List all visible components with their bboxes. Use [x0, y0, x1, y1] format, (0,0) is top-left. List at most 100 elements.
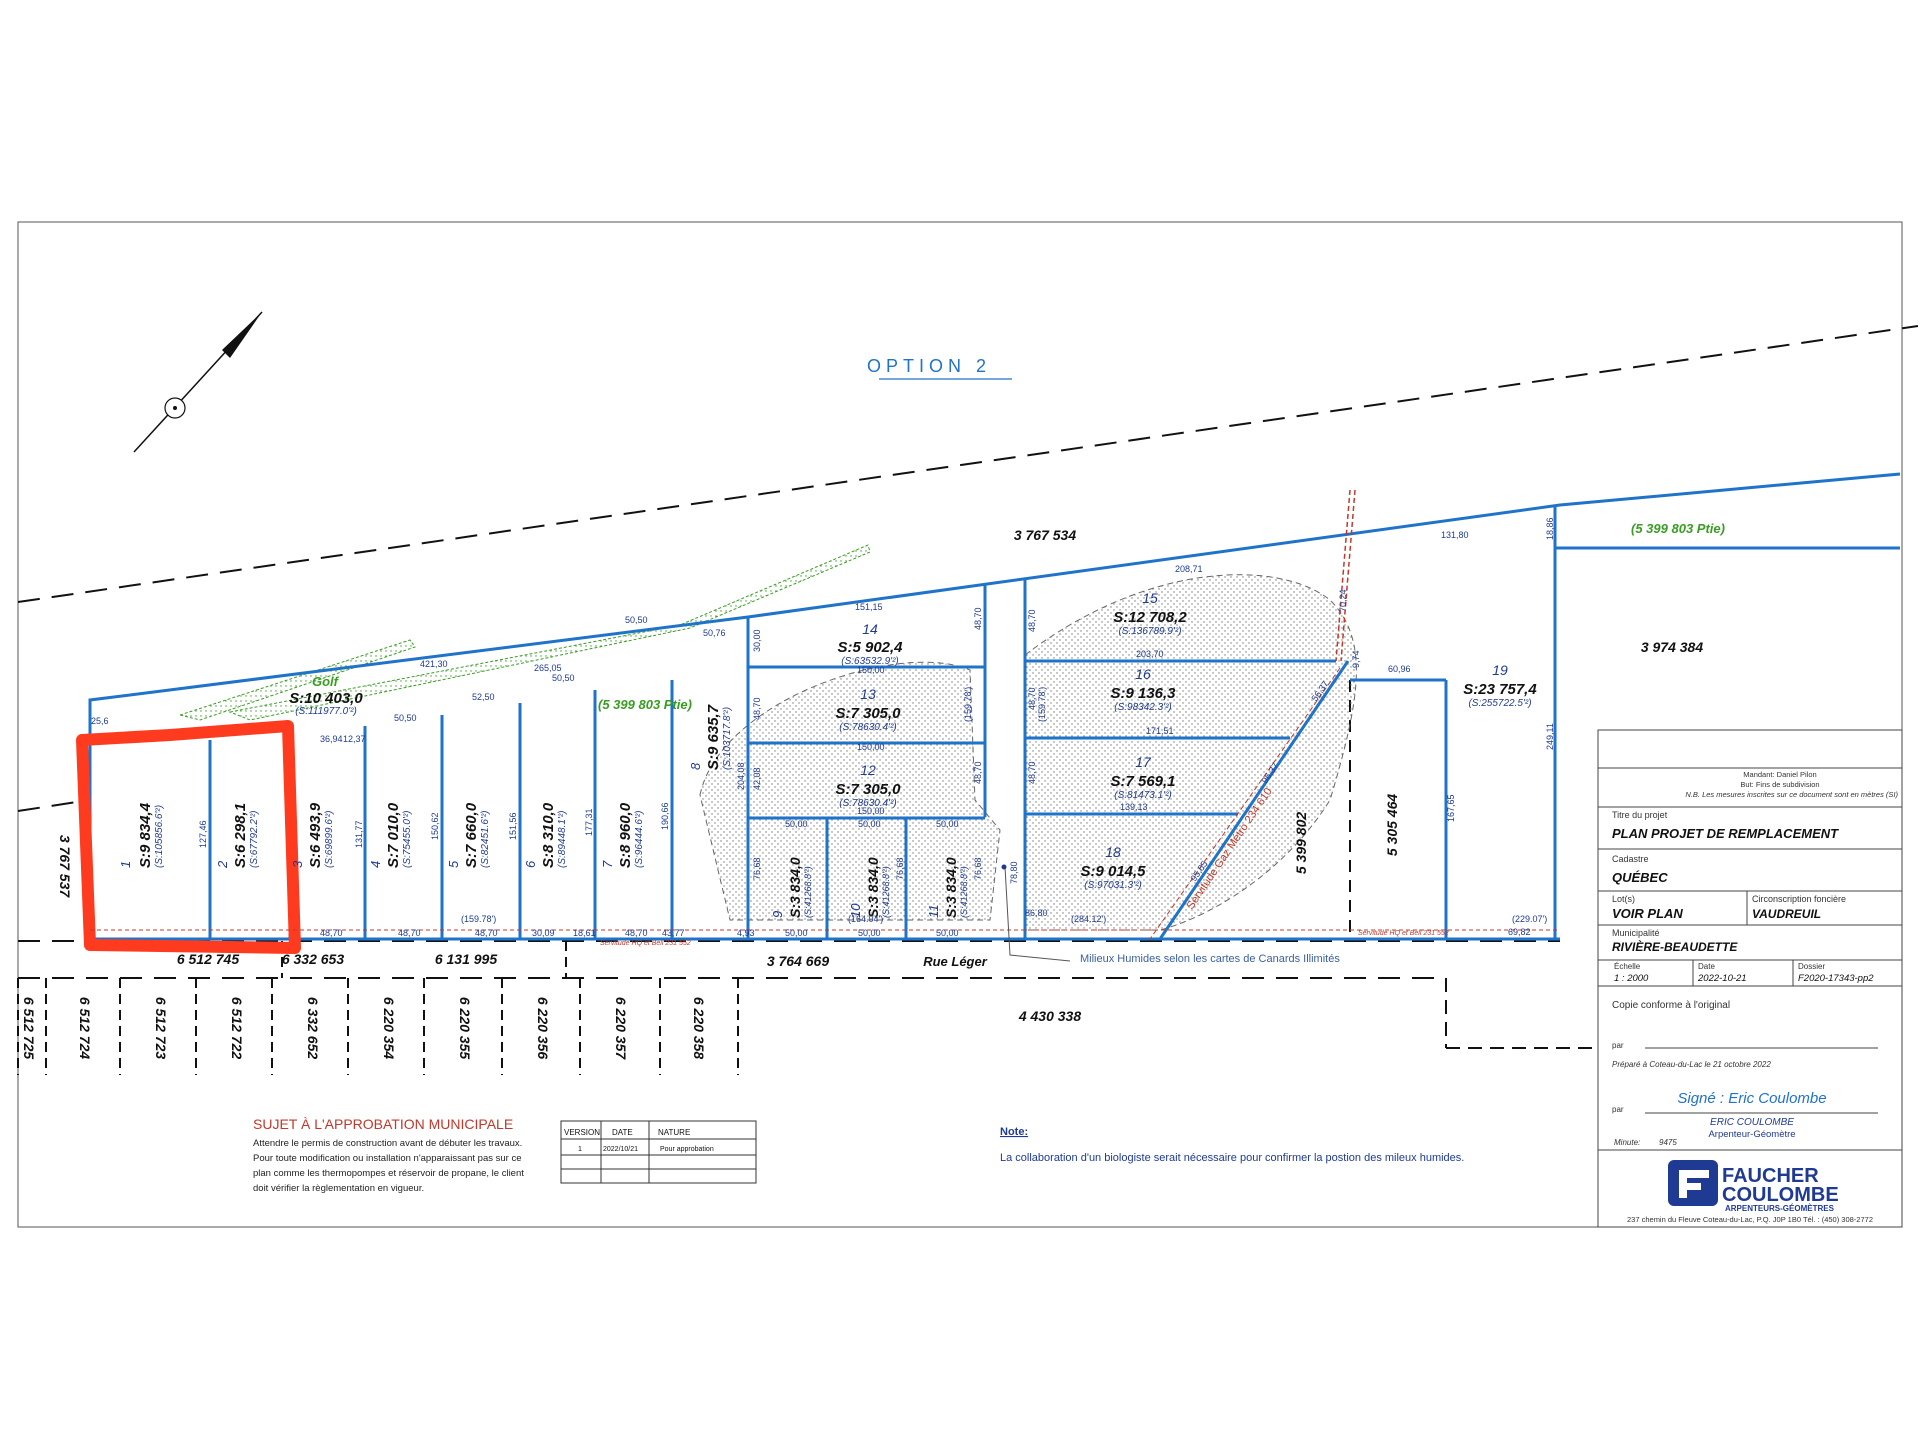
svg-text:7: 7	[600, 860, 615, 868]
svg-text:(S:67792.2'²): (S:67792.2'²)	[249, 811, 260, 869]
lot-11-label: 11 S:3 834,0 (S:41268.8'²)	[926, 857, 969, 918]
svg-text:10: 10	[848, 903, 863, 918]
approval-block: SUJET À L'APPROBATION MUNICIPALE Attendr…	[253, 1116, 524, 1194]
svg-text:15: 15	[1142, 590, 1158, 606]
highlighted-lots-outline	[76, 720, 301, 954]
title-block: Mandant: Daniel Pilon But: Fins de subdi…	[1597, 729, 1903, 1228]
svg-text:(S:75455.0'²): (S:75455.0'²)	[402, 811, 413, 869]
svg-text:Échelle: Échelle	[1614, 962, 1641, 971]
approval-title: SUJET À L'APPROBATION MUNICIPALE	[253, 1116, 513, 1132]
svg-text:177,31: 177,31	[584, 808, 594, 836]
svg-text:50,00: 50,00	[785, 928, 808, 938]
lot-10-label: 10 S:3 834,0 (S:41268.8'²)	[848, 857, 891, 918]
svg-text:17: 17	[1135, 754, 1152, 770]
lot-15-label: 15 S:12 708,2 (S:136789.9'²)	[1113, 590, 1187, 637]
ptie-top: (5 399 803 Ptie)	[1631, 521, 1725, 536]
svg-text:S:7 305,0: S:7 305,0	[835, 781, 901, 798]
svg-text:(S:103717.8'²): (S:103717.8'²)	[722, 707, 733, 770]
svg-text:S:3 834,0: S:3 834,0	[787, 857, 803, 918]
svg-text:190,66: 190,66	[660, 802, 670, 830]
along-road-1: 6 332 653	[282, 951, 344, 967]
svg-text:131,80: 131,80	[1441, 530, 1469, 540]
svg-text:VAUDREUIL: VAUDREUIL	[1752, 907, 1821, 921]
lot-1-label: 1 S:9 834,4 (S:105856.6'²)	[118, 802, 165, 868]
svg-text:50,00: 50,00	[936, 819, 959, 829]
svg-text:Copie conforme à l'original: Copie conforme à l'original	[1612, 1000, 1730, 1011]
svg-text:Pour approbation: Pour approbation	[660, 1146, 714, 1153]
svg-text:48,70: 48,70	[475, 928, 498, 938]
svg-text:S:8 310,0: S:8 310,0	[540, 802, 557, 868]
svg-text:76,68: 76,68	[973, 857, 983, 880]
svg-text:52,50: 52,50	[472, 692, 495, 702]
svg-text:ARPENTEURS-GÉOMÈTRES: ARPENTEURS-GÉOMÈTRES	[1725, 1204, 1835, 1213]
svg-text:(S:81473.1'²): (S:81473.1'²)	[1114, 790, 1172, 801]
svg-text:Cadastre: Cadastre	[1612, 854, 1649, 864]
svg-text:50,50: 50,50	[625, 615, 648, 625]
svg-text:9475: 9475	[1659, 1138, 1677, 1147]
svg-text:171,51: 171,51	[1146, 726, 1174, 736]
svg-text:4,93: 4,93	[737, 928, 755, 938]
svg-text:48,70: 48,70	[1027, 609, 1037, 632]
lot-7-label: 7 S:8 960,0 (S:96444.6'²)	[600, 802, 645, 868]
svg-text:(S:63532.9'²): (S:63532.9'²)	[841, 656, 899, 667]
svg-text:151,56: 151,56	[508, 812, 518, 840]
svg-text:(229.07'): (229.07')	[1512, 914, 1547, 924]
svg-text:5: 5	[446, 860, 461, 868]
svg-text:Date: Date	[1698, 962, 1715, 971]
svg-text:(284.12'): (284.12')	[1071, 914, 1106, 924]
svg-text:150,00: 150,00	[857, 742, 885, 752]
svg-text:208,71: 208,71	[1175, 564, 1203, 574]
svg-text:25,6: 25,6	[91, 716, 109, 726]
svg-text:18,86: 18,86	[1545, 517, 1555, 540]
lot-4-label: 4 S:7 010,0 (S:75455.0'²)	[368, 802, 413, 868]
svg-text:2022/10/21: 2022/10/21	[603, 1146, 638, 1153]
svg-text:(S:105856.6'²): (S:105856.6'²)	[154, 805, 165, 868]
svg-text:4: 4	[368, 861, 383, 868]
bottom-lot-labels: 6 512 725 6 512 724 6 512 723 6 512 722 …	[21, 997, 707, 1060]
servitude-hq-label-right: Servitude HQ et Bell 231 552	[1358, 930, 1449, 937]
svg-text:Arpenteur-Géomètre: Arpenteur-Géomètre	[1708, 1129, 1795, 1140]
svg-text:150,00: 150,00	[857, 806, 885, 816]
svg-text:1: 1	[578, 1146, 582, 1153]
svg-text:78,80: 78,80	[1009, 861, 1019, 884]
svg-text:FAUCHER: FAUCHER	[1722, 1165, 1819, 1187]
svg-text:50,50: 50,50	[552, 673, 575, 683]
svg-text:2: 2	[215, 860, 230, 869]
lot-19-label: 19 S:23 757,4 (S:255722.5'²)	[1463, 662, 1537, 709]
svg-text:9,74: 9,74	[1351, 650, 1361, 668]
svg-text:Dossier: Dossier	[1798, 962, 1825, 971]
signature: Signé : Eric Coulombe	[1677, 1090, 1826, 1107]
svg-text:COULOMBE: COULOMBE	[1722, 1184, 1839, 1206]
svg-text:S:9 635,7: S:9 635,7	[705, 704, 722, 770]
svg-text:150,00: 150,00	[857, 665, 885, 675]
along-road-2: 6 131 995	[435, 951, 497, 967]
svg-text:6 512 725: 6 512 725	[21, 997, 37, 1059]
svg-text:48,70: 48,70	[1027, 687, 1037, 710]
company-logo-icon	[1668, 1160, 1718, 1206]
svg-text:76,68: 76,68	[752, 857, 762, 880]
svg-text:48,70: 48,70	[320, 928, 343, 938]
svg-text:(164.04'): (164.04')	[848, 914, 883, 924]
svg-text:6 220 357: 6 220 357	[613, 997, 629, 1060]
svg-text:127,46: 127,46	[198, 820, 208, 848]
svg-text:DATE: DATE	[612, 1128, 633, 1137]
svg-text:150,62: 150,62	[430, 812, 440, 840]
svg-text:131,77: 131,77	[354, 820, 364, 848]
svg-text:RIVIÈRE-BEAUDETTE: RIVIÈRE-BEAUDETTE	[1612, 939, 1738, 954]
ptie-mid: (5 399 803 Ptie)	[598, 697, 692, 712]
cadastre-5399802: 5 399 802	[1293, 812, 1309, 874]
svg-text:76,68: 76,68	[895, 857, 905, 880]
svg-text:43,77: 43,77	[662, 928, 685, 938]
svg-text:12,37: 12,37	[343, 734, 366, 744]
svg-text:1 : 2000: 1 : 2000	[1614, 973, 1649, 984]
svg-text:(S:96444.6'²): (S:96444.6'²)	[634, 811, 645, 869]
svg-text:50,00: 50,00	[858, 819, 881, 829]
svg-text:(S:111977.0'²): (S:111977.0'²)	[295, 706, 357, 717]
svg-text:S:8 960,0: S:8 960,0	[617, 802, 634, 868]
svg-text:Circonscription foncière: Circonscription foncière	[1752, 894, 1846, 904]
lot-3-label: 3 S:6 493,9 (S:69899.6'²)	[290, 802, 335, 868]
lot-12-label: 12 S:7 305,0 (S:78630.4'²)	[835, 762, 901, 809]
svg-text:203,70: 203,70	[1136, 649, 1164, 659]
svg-text:12: 12	[860, 762, 876, 778]
svg-text:204,08: 204,08	[736, 762, 746, 790]
